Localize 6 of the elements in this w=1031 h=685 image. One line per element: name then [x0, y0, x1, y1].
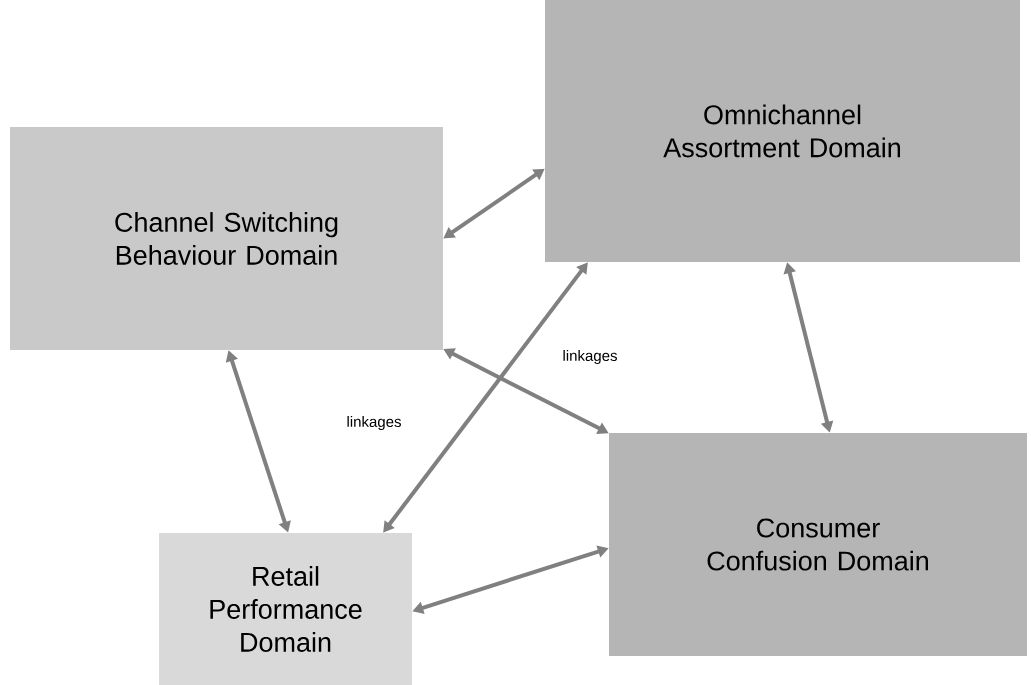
domain-box: Consumer Confusion Domain — [609, 433, 1027, 656]
linkage-label: linkages — [563, 350, 617, 364]
domain-box: Retail Performance Domain — [159, 533, 412, 685]
linkage-label: linkages — [347, 416, 401, 430]
domain-box: Channel Switching Behaviour Domain — [10, 127, 443, 350]
domain-box: Omnichannel Assortment Domain — [545, 0, 1020, 262]
